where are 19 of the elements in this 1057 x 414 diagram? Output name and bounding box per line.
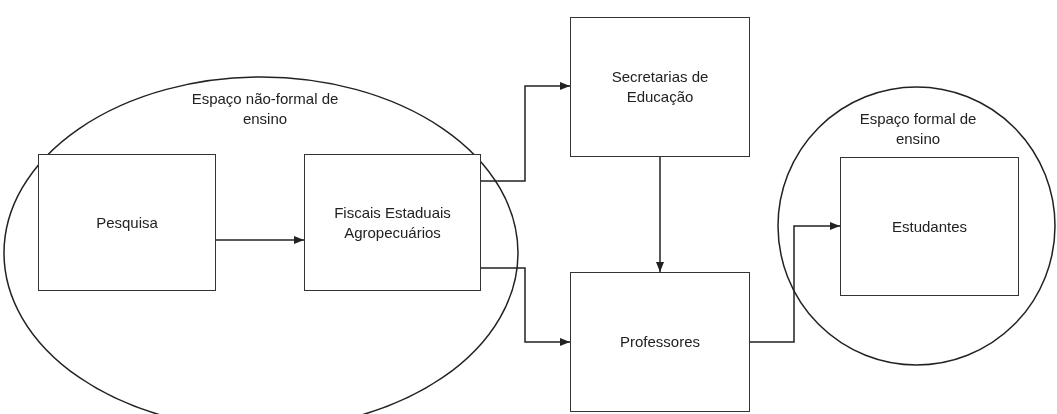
region-label: Espaço não-formal de ensino (190, 89, 340, 129)
process-box (570, 17, 750, 157)
ellipse-region (778, 87, 1055, 365)
arrow (749, 222, 841, 343)
arrow (215, 236, 305, 244)
ellipse-region (4, 77, 518, 414)
process-box (570, 272, 750, 412)
box-label: Professores (619, 332, 700, 352)
arrow (656, 156, 664, 273)
box-label: Pesquisa (96, 212, 158, 233)
process-box (840, 157, 1019, 296)
process-box (38, 154, 216, 291)
box-label: Estudantes (891, 216, 968, 237)
arrow (480, 82, 571, 182)
arrow (480, 267, 571, 346)
box-label: Secretarias de Educação (610, 67, 710, 107)
box-label: Fiscais Estaduais Agropecuários (333, 202, 452, 243)
region-label: Espaço formal de ensino (858, 109, 978, 149)
process-box (304, 154, 481, 291)
